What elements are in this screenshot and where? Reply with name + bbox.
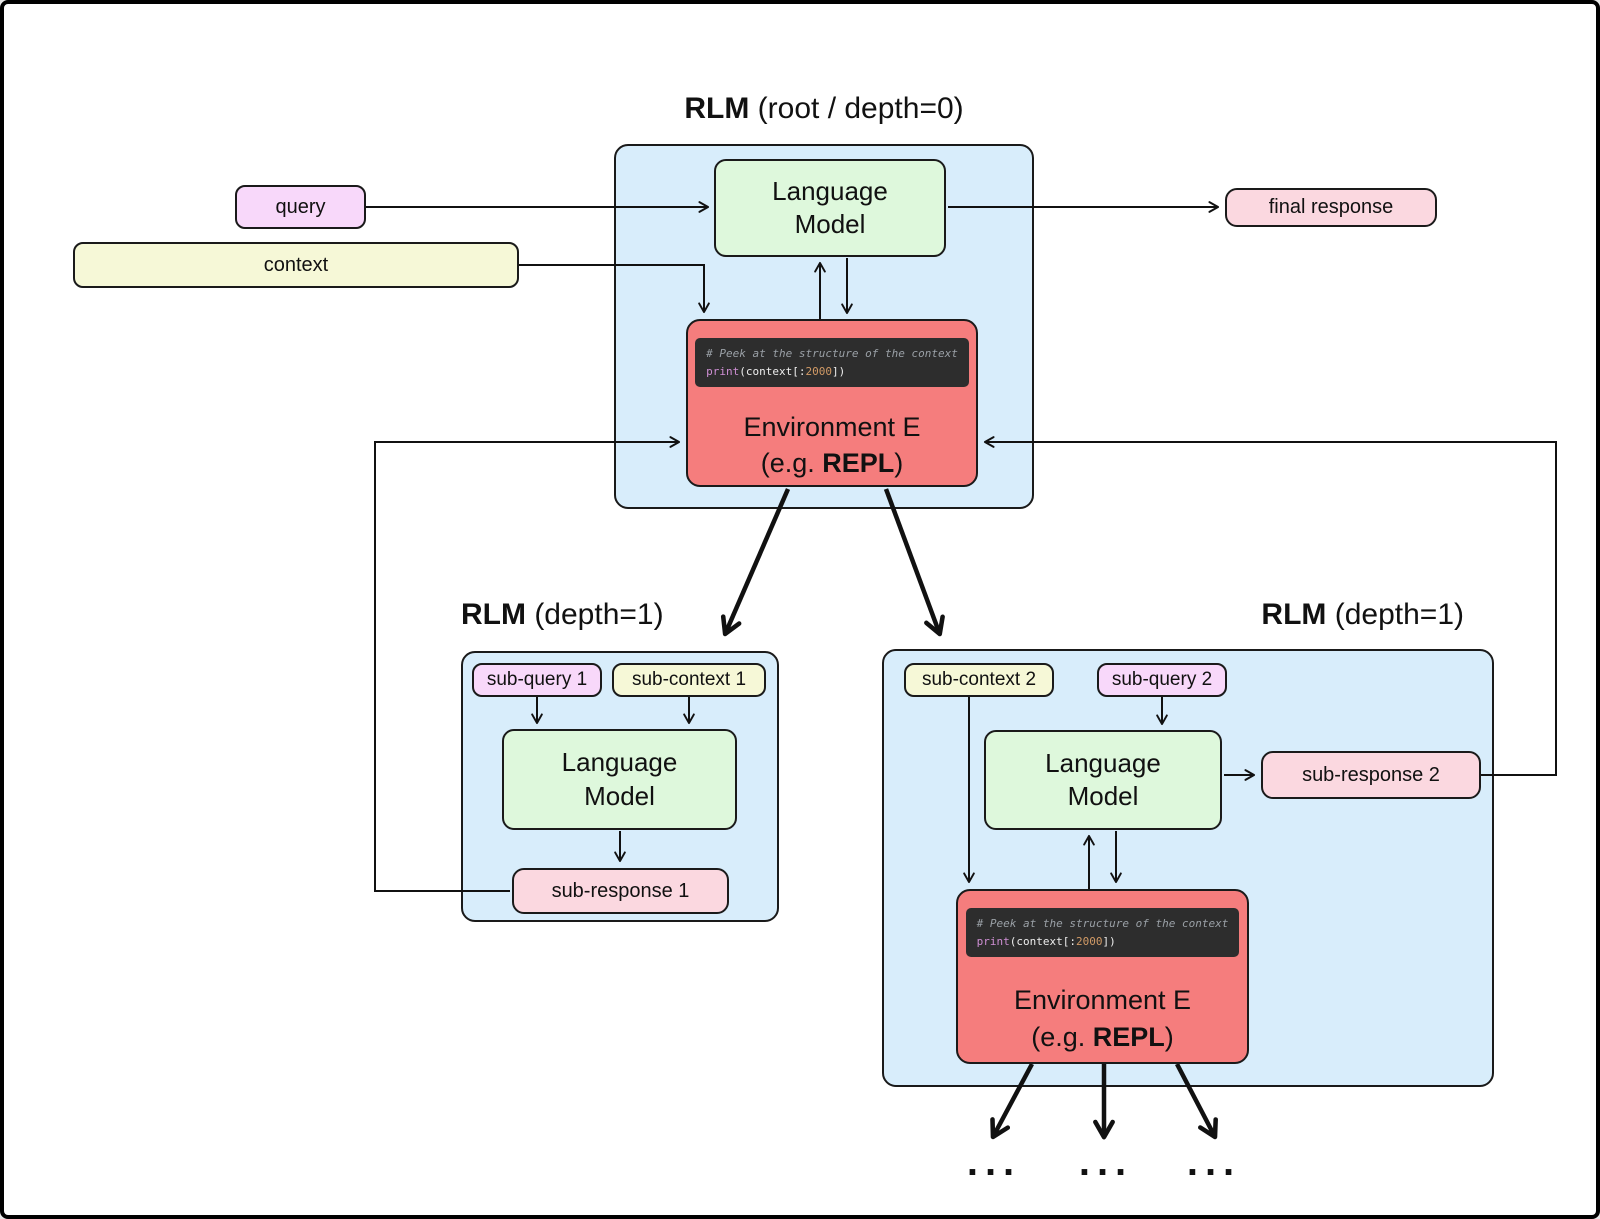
root-lm-label-line1: Language xyxy=(772,175,888,206)
right-language-model-box: Language Model xyxy=(984,730,1222,830)
sub-response-1-pill: sub-response 1 xyxy=(512,868,729,914)
left-rlm-title-bold: RLM xyxy=(461,598,526,631)
left-lm-label-line1: Language xyxy=(561,747,678,778)
context-label: context xyxy=(263,253,329,276)
sub-context-1-pill: sub-context 1 xyxy=(612,663,766,697)
arrow-env-spawn-right-rlm xyxy=(883,488,945,637)
code-comment: # Peek at the structure of the context xyxy=(976,917,1229,930)
sub-context-2-pill: sub-context 2 xyxy=(904,663,1054,697)
sub-response-2-label: sub-response 2 xyxy=(1302,763,1440,786)
root-env-subtitle: (e.g. REPL) xyxy=(761,445,904,481)
root-env-subtitle-prefix: (e.g. xyxy=(760,448,823,479)
right-env-subtitle: (e.g. REPL) xyxy=(1031,1019,1174,1055)
right-env-subtitle-prefix: (e.g. xyxy=(1031,1021,1093,1052)
context-pill: context xyxy=(73,242,519,288)
sub-query-2-pill: sub-query 2 xyxy=(1097,663,1227,697)
right-lm-label-line2: Model xyxy=(1067,781,1139,811)
final-response-pill: final response xyxy=(1225,188,1437,227)
final-response-label: final response xyxy=(1268,196,1394,218)
sub-query-2-label: sub-query 2 xyxy=(1111,669,1213,690)
sub-response-2-pill: sub-response 2 xyxy=(1261,751,1481,799)
root-rlm-title-bold: RLM xyxy=(684,92,750,125)
code-keyword: print xyxy=(706,364,740,378)
root-env-subtitle-suffix: ) xyxy=(894,448,904,479)
code-number: 2000 xyxy=(1076,934,1103,948)
code-close: ]) xyxy=(832,364,846,378)
right-lm-label-line1: Language xyxy=(1045,747,1161,778)
sub-context-2-label: sub-context 2 xyxy=(921,669,1037,690)
root-rlm-title: RLM (root / depth=0) xyxy=(574,92,1074,126)
root-language-model-box: Language Model xyxy=(714,159,946,257)
left-rlm-title: RLM (depth=1) xyxy=(461,598,664,632)
right-env-subtitle-bold: REPL xyxy=(1092,1021,1165,1052)
root-env-code-snippet: # Peek at the structure of the context p… xyxy=(695,338,969,388)
root-env-title: Environment E xyxy=(743,411,921,442)
code-keyword: print xyxy=(976,934,1010,948)
root-lm-label-line2: Model xyxy=(794,209,866,239)
right-env-caption: Environment E (e.g. REPL) xyxy=(1014,975,1191,1062)
root-env-caption: Environment E (e.g. REPL) xyxy=(743,405,920,485)
code-number: 2000 xyxy=(805,364,833,378)
right-rlm-title: RLM (depth=1) xyxy=(1164,598,1464,632)
recursion-ellipsis-1: ... xyxy=(966,1140,1022,1184)
code-close: ]) xyxy=(1102,934,1116,948)
sub-query-1-label: sub-query 1 xyxy=(486,669,588,690)
left-rlm-title-rest: (depth=1) xyxy=(525,598,664,631)
recursion-ellipsis-3: ... xyxy=(1186,1140,1242,1184)
recursion-ellipsis-2: ... xyxy=(1078,1140,1134,1184)
code-open: (context[: xyxy=(1009,934,1077,948)
arrow-env-spawn-left-rlm xyxy=(720,488,791,637)
query-pill: query xyxy=(235,185,366,229)
root-env-subtitle-bold: REPL xyxy=(822,448,895,479)
left-language-model-box: Language Model xyxy=(502,729,737,830)
left-lm-label-line2: Model xyxy=(584,780,655,811)
query-label: query xyxy=(275,195,326,218)
code-comment: # Peek at the structure of the context xyxy=(706,347,958,360)
root-environment-box: # Peek at the structure of the context p… xyxy=(686,319,978,487)
code-open: (context[: xyxy=(739,364,806,378)
right-env-title: Environment E xyxy=(1013,985,1192,1016)
sub-context-1-label: sub-context 1 xyxy=(631,669,747,690)
right-rlm-title-rest: (depth=1) xyxy=(1326,598,1464,631)
sub-query-1-pill: sub-query 1 xyxy=(472,663,602,697)
right-rlm-title-bold: RLM xyxy=(1261,598,1327,631)
root-rlm-title-rest: (root / depth=0) xyxy=(749,92,964,125)
sub-response-1-label: sub-response 1 xyxy=(551,879,690,902)
right-env-code-snippet: # Peek at the structure of the context p… xyxy=(965,908,1240,958)
right-environment-box: # Peek at the structure of the context p… xyxy=(956,889,1249,1064)
right-env-subtitle-suffix: ) xyxy=(1164,1021,1174,1052)
